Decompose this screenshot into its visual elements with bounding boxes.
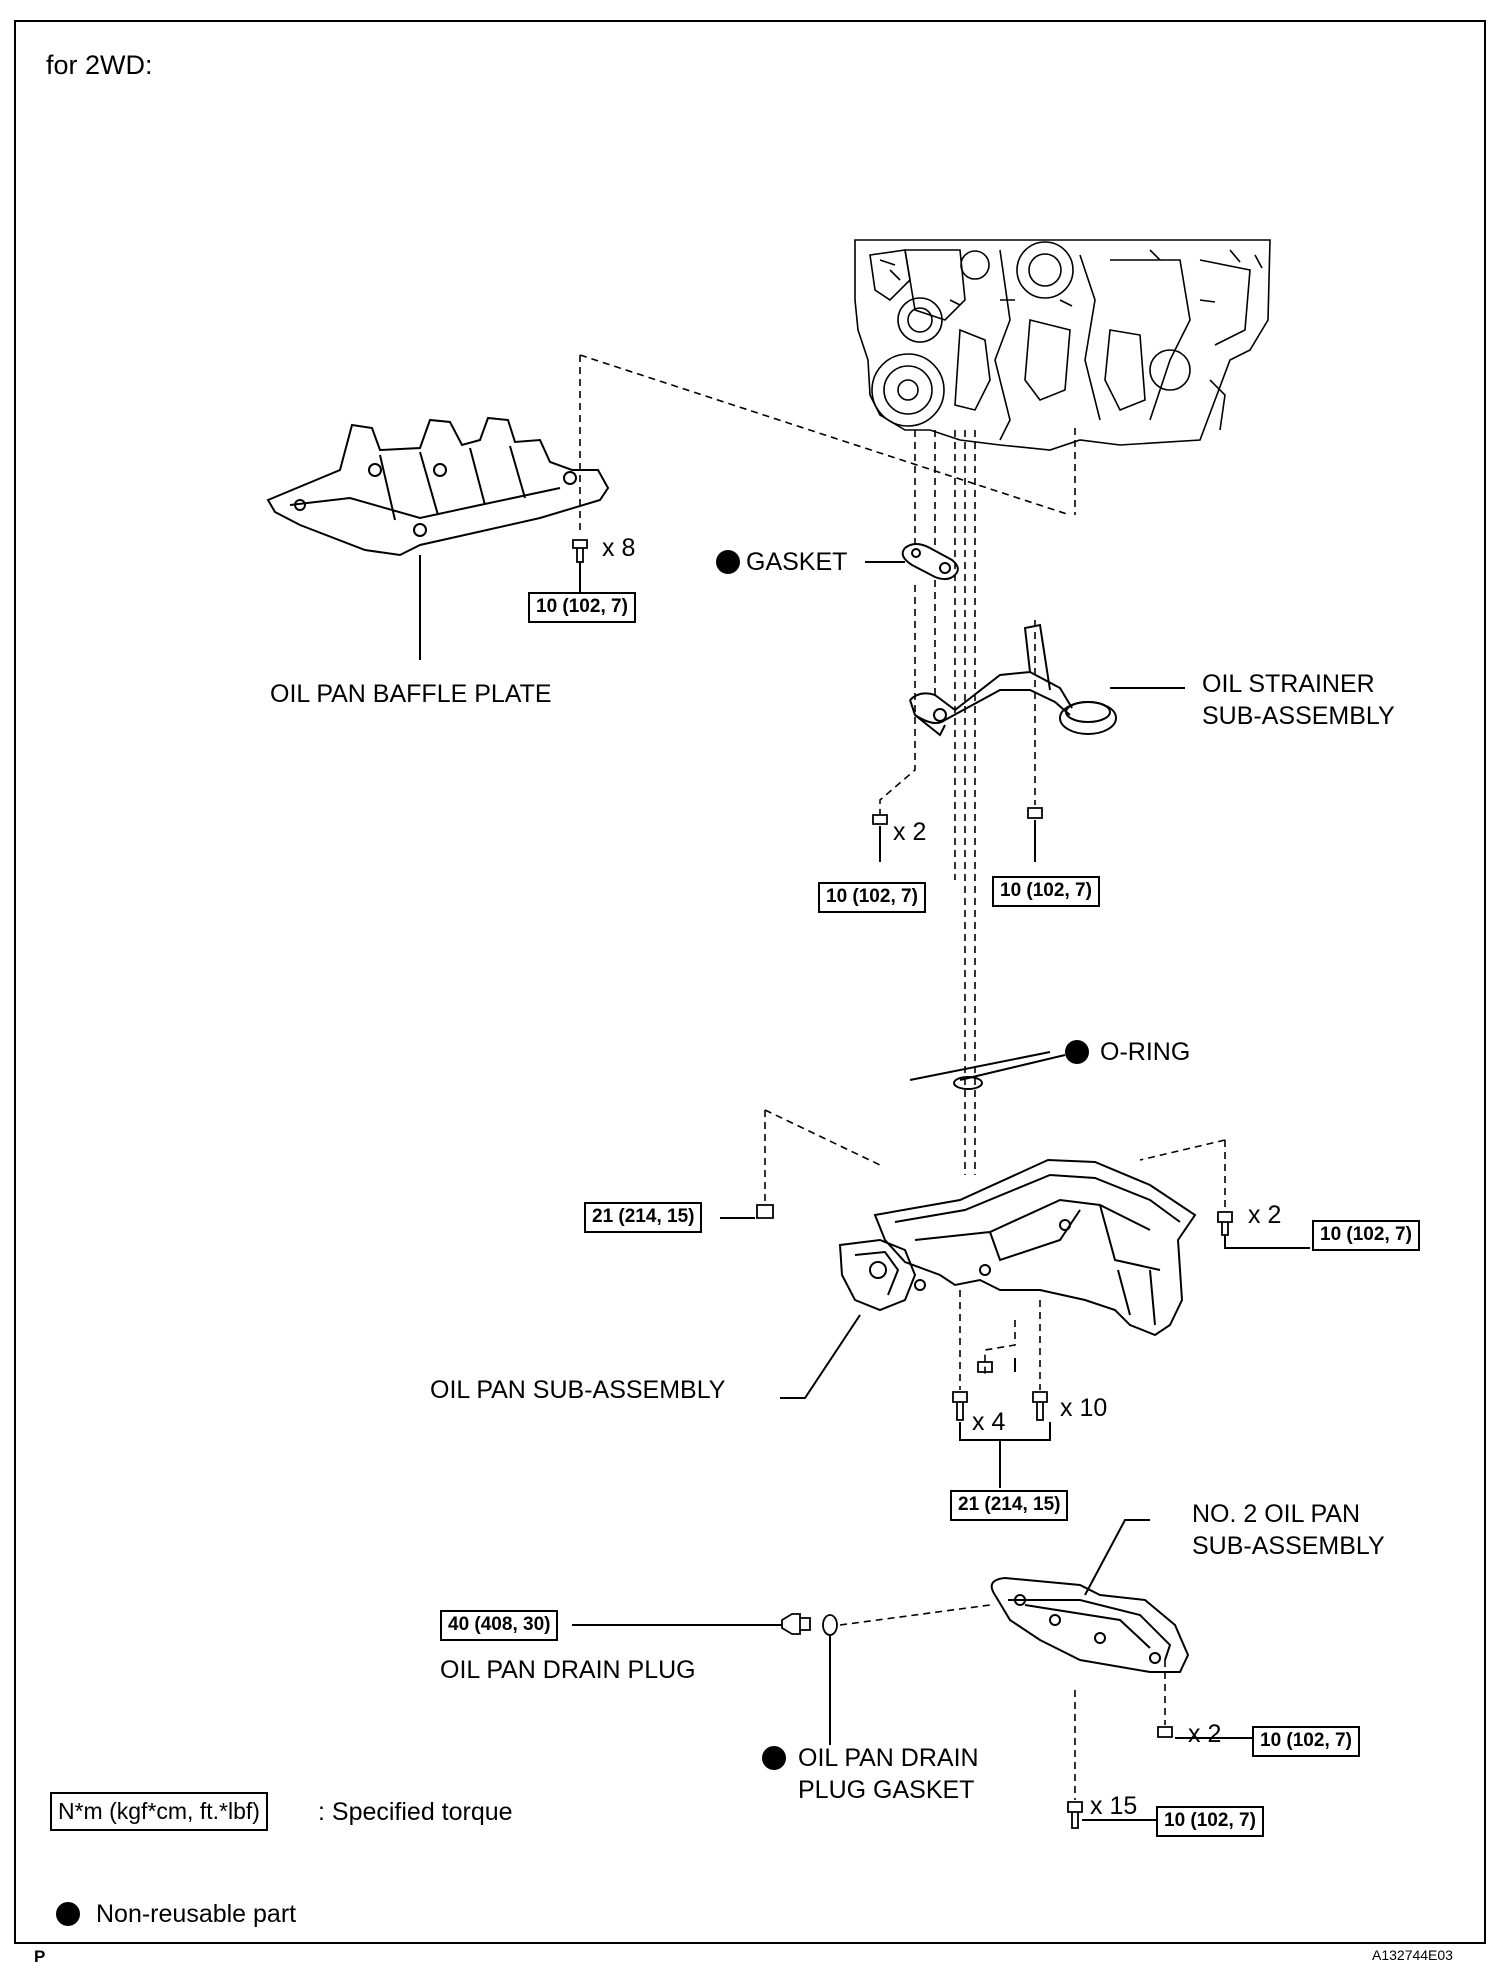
torque-pan-left-nut: 21 (214, 15) xyxy=(584,1202,703,1233)
qty-no2-bolts: x 15 xyxy=(1090,1792,1138,1820)
nonreusable-mark-o-ring xyxy=(1065,1040,1089,1064)
torque-strainer-left: 10 (102, 7) xyxy=(818,882,926,913)
legend-torque-desc: : Specified torque xyxy=(318,1798,513,1826)
legend-nonreusable-mark xyxy=(56,1902,80,1926)
legend-torque-unit-box: N*m (kgf*cm, ft.*lbf) xyxy=(50,1792,268,1832)
qty-no2-nuts: x 2 xyxy=(1188,1720,1222,1748)
diagram-frame xyxy=(14,20,1486,1944)
diagram-heading: for 2WD: xyxy=(46,50,153,80)
label-gasket: GASKET xyxy=(746,548,848,576)
label-oil-pan-sub-assembly: OIL PAN SUB-ASSEMBLY xyxy=(430,1376,726,1404)
label-o-ring: O-RING xyxy=(1100,1038,1191,1066)
torque-no2-bolts: 10 (102, 7) xyxy=(1156,1806,1264,1837)
label-oil-pan-baffle-plate: OIL PAN BAFFLE PLATE xyxy=(270,680,552,708)
o-ring-part xyxy=(953,1054,1066,1090)
label-no2-oil-pan-line1: NO. 2 OIL PAN xyxy=(1192,1500,1361,1528)
label-drain-gasket-line2: PLUG GASKET xyxy=(798,1776,975,1804)
footer-left: P xyxy=(34,1947,46,1966)
torque-baffle: 10 (102, 7) xyxy=(528,592,636,623)
oil-strainer xyxy=(909,623,1117,737)
nonreusable-mark-gasket xyxy=(716,550,740,574)
qty-pan-bolts-a: x 4 xyxy=(972,1408,1006,1436)
torque-no2-nuts: 10 (102, 7) xyxy=(1252,1726,1360,1757)
torque-pan-right: 10 (102, 7) xyxy=(1312,1220,1420,1251)
no2-oil-pan xyxy=(990,1576,1190,1673)
label-no2-oil-pan-line2: SUB-ASSEMBLY xyxy=(1192,1532,1385,1560)
label-drain-gasket-line1: OIL PAN DRAIN xyxy=(798,1744,979,1772)
fasteners xyxy=(572,539,1233,1829)
qty-baffle-bolts: x 8 xyxy=(602,534,636,562)
qty-pan-bolts-b: x 10 xyxy=(1060,1394,1108,1422)
engine-block xyxy=(854,239,1271,451)
oil-pan-sub-assembly xyxy=(838,1158,1197,1337)
gasket-part xyxy=(901,543,959,581)
oil-pan-baffle-plate xyxy=(266,416,610,557)
guide-lines xyxy=(579,354,1226,1800)
torque-drain-plug: 40 (408, 30) xyxy=(440,1610,559,1641)
label-drain-plug: OIL PAN DRAIN PLUG xyxy=(440,1656,696,1684)
nonreusable-mark-drain-gasket xyxy=(762,1746,786,1770)
label-oil-strainer-line1: OIL STRAINER xyxy=(1202,670,1375,698)
torque-strainer-right: 10 (102, 7) xyxy=(992,876,1100,907)
qty-pan-side-bolts: x 2 xyxy=(1248,1201,1282,1229)
torque-pan-bottom: 21 (214, 15) xyxy=(950,1490,1069,1521)
footer-right: A132744E03 xyxy=(1372,1947,1453,1963)
qty-strainer-bolts: x 2 xyxy=(893,818,927,846)
legend-nonreusable: Non-reusable part xyxy=(96,1900,297,1928)
label-oil-strainer-line2: SUB-ASSEMBLY xyxy=(1202,702,1395,730)
leader-lines xyxy=(419,555,1310,1821)
